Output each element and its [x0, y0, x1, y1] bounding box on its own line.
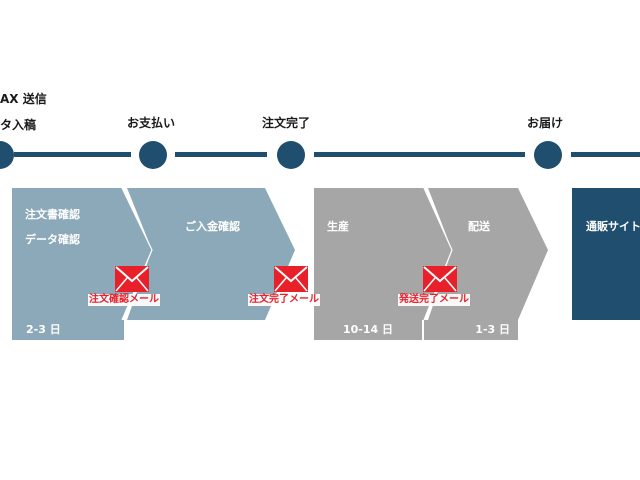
phase-shipping: 配送: [468, 220, 490, 233]
phase-production: 生産: [327, 220, 349, 233]
timeline-segment: [314, 152, 525, 157]
timeline-segment: [175, 152, 267, 157]
mail-icon: [115, 266, 149, 292]
step-label-fax-send: AX 送信: [0, 92, 47, 106]
step-label-payment: お支払い: [127, 116, 176, 130]
duration-check: 2-3 日: [12, 320, 124, 340]
mail-label-order-complete: 注文完了メール: [248, 294, 320, 306]
step-label-delivery: お届け: [527, 116, 564, 130]
phase-deposit-check: ご入金確認: [185, 220, 240, 233]
step-label-data-upload: タ入稿: [0, 118, 37, 132]
timeline-segment: [571, 152, 640, 157]
phase-order-check-line2: データ確認: [25, 233, 80, 246]
duration-production: 10-14 日: [314, 320, 422, 340]
phase-order-check-line1: 注文書確認: [25, 208, 80, 221]
timeline-segment: [14, 152, 131, 157]
duration-shipping: 1-3 日: [424, 320, 518, 340]
mail-icon: [274, 266, 308, 292]
timeline-dot-payment: [139, 141, 167, 169]
timeline-dot-delivery: [534, 141, 562, 169]
mail-label-order-confirm: 注文確認メール: [88, 294, 160, 306]
timeline-dot-start: [0, 141, 14, 169]
timeline-dot-order-complete: [277, 141, 305, 169]
phase-ec-site-shape: [572, 188, 640, 320]
mail-label-ship-complete: 発送完了メール: [398, 294, 470, 306]
mail-icon: [423, 266, 457, 292]
phase-production-shape: [314, 188, 452, 320]
phase-shipping-shape: [428, 188, 548, 320]
step-label-order-complete: 注文完了: [262, 116, 311, 130]
phase-deposit-check-shape: [127, 188, 295, 320]
phase-ec-site: 通販サイト: [586, 220, 640, 233]
